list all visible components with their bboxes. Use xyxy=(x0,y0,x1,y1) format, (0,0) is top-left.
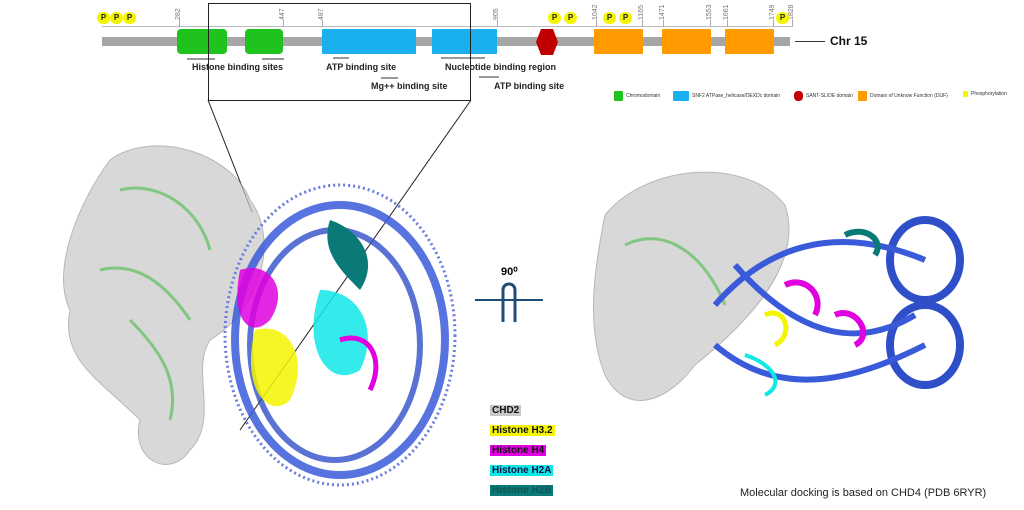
position-tick xyxy=(727,20,728,27)
position-tick xyxy=(322,20,323,27)
phosphorylation-badge: P xyxy=(603,12,616,24)
duf-domain-2 xyxy=(662,29,711,54)
legend-sant-slide: SANT-SLIDE domain xyxy=(794,91,853,101)
position-tick xyxy=(283,20,284,27)
phosphorylation-badge: P xyxy=(776,12,789,24)
snf2-domain-2 xyxy=(432,29,497,54)
legend-histone-h2b: Histone H2B xyxy=(490,485,554,496)
mg-binding-site-label: Mg++ binding site xyxy=(371,81,448,91)
chromosome-label: Chr 15 xyxy=(830,34,868,48)
position-tick xyxy=(773,20,774,27)
legend-chd2: CHD2 xyxy=(490,405,522,416)
position-tick xyxy=(792,20,793,27)
rotation-label: 90⁰ xyxy=(501,266,518,278)
position-tick xyxy=(710,20,711,27)
chromodomain-1 xyxy=(177,29,227,54)
duf-domain-1 xyxy=(594,29,643,54)
legend-chromodomain: Chromodomain xyxy=(614,91,660,101)
position-tick xyxy=(179,20,180,27)
nucleosome-chd2-structure-rotated xyxy=(593,171,964,401)
phosphorylation-badge: P xyxy=(110,12,123,24)
phosphorylation-badge: P xyxy=(548,12,561,24)
position-tick xyxy=(497,20,498,27)
legend-histone-h2a: Histone H2A xyxy=(490,465,554,476)
position-axis xyxy=(102,26,792,27)
legend-snf2: SNF2 ATPase_helicase/DEXDc domain xyxy=(673,91,780,101)
histone-binding-sites-label: Histone binding sites xyxy=(192,62,284,72)
atp-binding-site-2-label: ATP binding site xyxy=(494,81,565,91)
nucleosome-chd2-structure-front xyxy=(63,145,457,487)
phosphorylation-badge: P xyxy=(123,12,136,24)
phosphorylation-badge: P xyxy=(97,12,110,24)
legend-duf: Domain of Unknow Function (DUF) xyxy=(858,91,948,101)
rotation-arrow-icon xyxy=(475,282,543,322)
nucleotide-binding-region-label: Nucleotide binding region xyxy=(445,62,556,72)
legend-phosphorylation: Phosphorylation xyxy=(963,91,1007,97)
phosphorylation-badge: P xyxy=(619,12,632,24)
caption: Molecular docking is based on CHD4 (PDB … xyxy=(740,487,987,499)
legend-histone-h4: Histone H4 xyxy=(490,445,547,456)
position-tick xyxy=(663,20,664,27)
legend-histone-h3-2: Histone H3.2 xyxy=(490,425,555,436)
atp-binding-site-label: ATP binding site xyxy=(326,62,397,72)
duf-domain-3 xyxy=(725,29,774,54)
phosphorylation-badge: P xyxy=(564,12,577,24)
chromodomain-2 xyxy=(245,29,283,54)
sant-slide-domain xyxy=(536,29,558,55)
snf2-domain-1 xyxy=(322,29,416,54)
position-tick xyxy=(642,20,643,27)
position-tick xyxy=(596,20,597,27)
